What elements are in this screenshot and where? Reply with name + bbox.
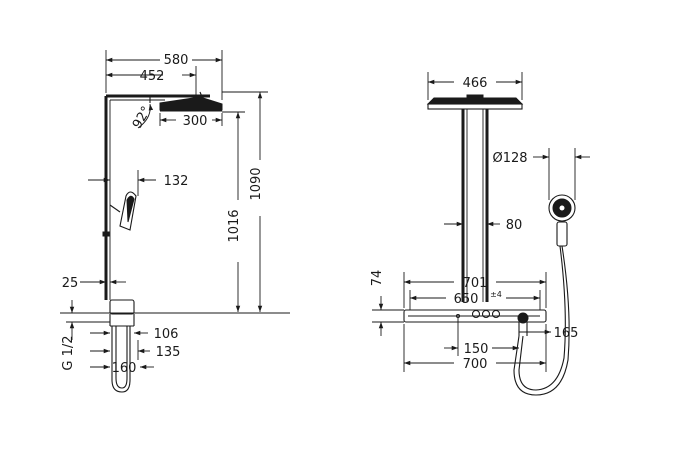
dim-466-label: 466	[463, 76, 488, 91]
dimension-thread: G 1/2	[61, 300, 110, 371]
dimension-700: 700	[403, 324, 547, 372]
dimension-diameter: Ø128	[492, 148, 590, 200]
dim-25-label: 25	[62, 276, 79, 291]
dimension-106: 106	[90, 327, 178, 342]
dimension-1090: 1090	[222, 91, 268, 312]
overhead-shower-front	[426, 94, 524, 110]
dimension-165: 165	[519, 326, 578, 341]
dim-650-label: 650	[454, 292, 479, 307]
dim-300-label: 300	[183, 114, 208, 129]
riser-pipe-front	[461, 109, 489, 302]
dim-1016-label: 1016	[227, 209, 242, 242]
dimension-135: 135	[90, 340, 180, 360]
dimension-132: 132	[88, 170, 188, 196]
dimension-580: 580	[105, 50, 223, 100]
dim-701-label: 701	[463, 276, 488, 291]
shower-arm	[106, 94, 210, 103]
riser-pipe	[104, 96, 111, 300]
overhead-shower-side	[159, 91, 223, 112]
dim-135-label: 135	[156, 345, 181, 360]
dimension-80: 80	[444, 218, 522, 233]
dim-132-label: 132	[164, 174, 189, 189]
side-view: 580 452 92° 300 132	[60, 50, 290, 393]
dimension-452: 452	[106, 66, 197, 95]
dimension-300: 300	[159, 113, 223, 129]
thermostat-front	[403, 309, 547, 336]
hand-shower-front	[513, 194, 576, 396]
dimension-angle: 92°	[130, 103, 155, 131]
dimension-650: 650 ±4	[409, 290, 541, 310]
dimension-466: 466	[427, 72, 523, 100]
hand-shower-side	[109, 191, 137, 231]
dimension-701: 701	[403, 272, 547, 308]
dim-106-label: 106	[154, 327, 179, 342]
dim-700-label: 700	[463, 357, 488, 372]
dimension-150: 150	[444, 318, 519, 357]
dimension-1016: 1016	[222, 111, 245, 312]
dim-80-label: 80	[506, 218, 523, 233]
dim-160-label: 160	[112, 361, 137, 376]
dimension-74: 74	[370, 270, 404, 336]
dim-diameter-label: Ø128	[492, 151, 527, 166]
dim-74-label: 74	[370, 270, 385, 287]
thermostat-side	[109, 299, 135, 393]
dim-thread-label: G 1/2	[61, 335, 76, 370]
dim-150-label: 150	[464, 342, 489, 357]
dimension-160: 160	[90, 361, 154, 376]
dim-580-label: 580	[164, 53, 189, 68]
front-view: 466 Ø128 80 74 701	[370, 72, 590, 396]
dim-165-label: 165	[554, 326, 579, 341]
dim-650-tolerance: ±4	[490, 290, 502, 299]
dim-1090-label: 1090	[249, 167, 264, 200]
dim-angle-label: 92°	[130, 104, 155, 131]
dim-452-label: 452	[140, 69, 165, 84]
dimension-25: 25	[62, 276, 126, 291]
